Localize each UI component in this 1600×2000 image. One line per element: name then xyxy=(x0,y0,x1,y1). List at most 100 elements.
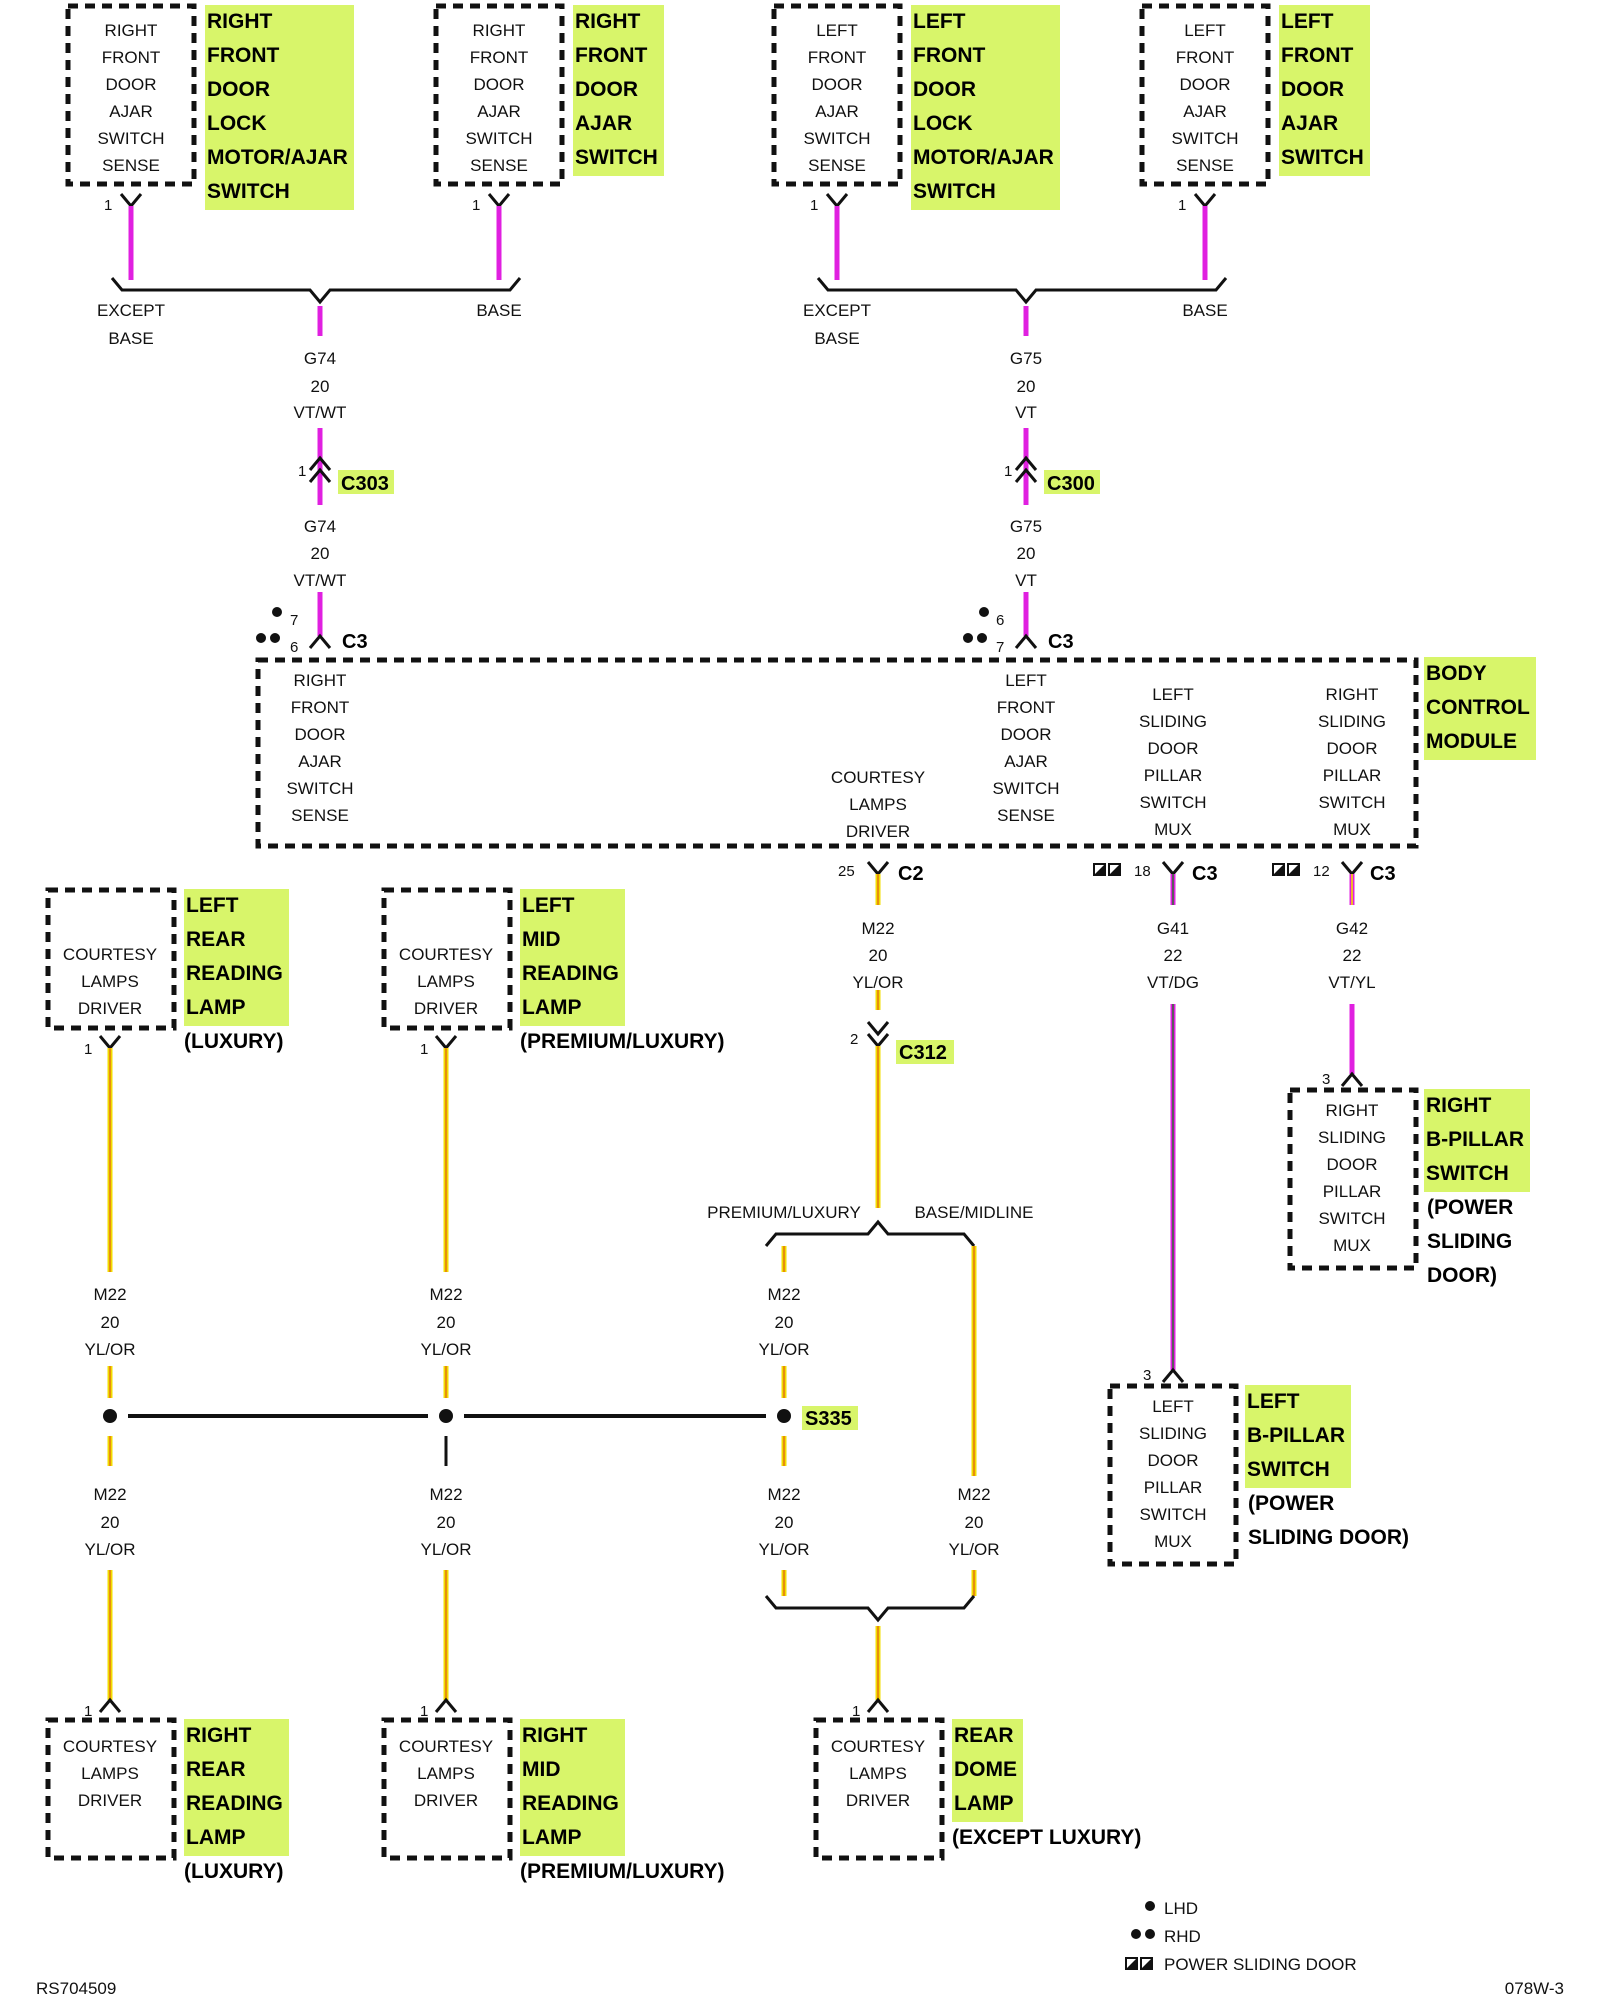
title-highlight xyxy=(1424,1089,1530,1124)
component-text-line: PILLAR xyxy=(1323,766,1382,785)
wire-color: VT xyxy=(1015,403,1037,422)
component-text-line: MUX xyxy=(1333,820,1371,839)
wire-label-g74-upper: G74 20 VT/WT xyxy=(294,349,347,422)
wire-circuit: M22 xyxy=(767,1485,800,1504)
splice-node xyxy=(777,1409,791,1423)
component-text-line: SLIDING xyxy=(1318,712,1386,731)
wire-color: YL/OR xyxy=(852,973,903,992)
component-text-line: LAMPS xyxy=(849,1764,907,1783)
wire-circuit: M22 xyxy=(93,1485,126,1504)
wire-m22-lower-runs xyxy=(107,1570,977,1700)
wire-g42: G42 22 VT/YL xyxy=(1328,874,1376,1074)
wire-color: YL/OR xyxy=(420,1540,471,1559)
wire-circuit: M22 xyxy=(429,1285,462,1304)
component-text-line: DRIVER xyxy=(78,999,142,1018)
component-text-line: COURTESY xyxy=(831,768,925,787)
option-text-line: DOOR) xyxy=(1427,1264,1497,1287)
component-text-line: MUX xyxy=(1154,1532,1192,1551)
wire-color: YL/OR xyxy=(948,1540,999,1559)
component-text-line: DOOR xyxy=(1327,1155,1378,1174)
wire-gauge: 20 xyxy=(311,544,330,563)
component-text-line: LAMPS xyxy=(81,1764,139,1783)
component-title-line: LAMP xyxy=(186,1826,246,1849)
component-text-line: FRONT xyxy=(470,48,529,67)
title-highlight xyxy=(1424,725,1536,760)
component-title-line: MODULE xyxy=(1426,730,1517,753)
wire-color: YL/OR xyxy=(84,1340,135,1359)
rhd-dot-icon xyxy=(1145,1929,1155,1939)
title-highlight xyxy=(520,1821,625,1856)
wire-label-g74-lower: G74 20 VT/WT xyxy=(294,517,347,590)
title-highlight xyxy=(1245,1385,1351,1420)
component-title-line: READING xyxy=(522,1792,619,1815)
connector-pin: 2 xyxy=(850,1031,858,1048)
wire-gauge: 20 xyxy=(437,1313,456,1332)
merge-brace-rear-dome xyxy=(764,1595,976,1623)
component-text-line: SENSE xyxy=(997,806,1055,825)
pin-number: 1 xyxy=(852,1703,860,1720)
legend-rhd: RHD xyxy=(1164,1927,1201,1946)
title-highlight xyxy=(184,1821,289,1856)
component-title-line: READING xyxy=(186,962,283,985)
component-text-line: SWITCH xyxy=(803,129,870,148)
component-text-line: MUX xyxy=(1154,820,1192,839)
connector-label: C3 xyxy=(342,631,368,653)
component-text-line: COURTESY xyxy=(399,945,493,964)
component-text-line: LEFT xyxy=(1152,685,1194,704)
lhd-dot-icon xyxy=(1145,1901,1155,1911)
branch-label-base: BASE xyxy=(476,301,521,320)
wire-gauge: 20 xyxy=(101,1313,120,1332)
wire-gauge: 20 xyxy=(869,946,888,965)
pin-number: 1 xyxy=(420,1703,428,1720)
connector-label: C303 xyxy=(341,473,389,495)
component-text-line: DRIVER xyxy=(846,822,910,841)
title-highlight xyxy=(205,73,354,108)
rhd-dot-icon xyxy=(977,633,987,643)
component-title-line: B-PILLAR xyxy=(1426,1128,1524,1151)
wire-labels-upper-m22: M22 20 YL/OR M22 20 YL/OR M22 20 YL/OR xyxy=(84,1285,809,1359)
connector-c3-pin12: 12 C3 xyxy=(1272,861,1396,885)
option-label: (EXCEPT LUXURY) xyxy=(952,1826,1141,1849)
title-highlight xyxy=(205,5,354,40)
component-text-line: RIGHT xyxy=(473,21,526,40)
pin-number: 1 xyxy=(84,1703,92,1720)
power-sliding-door-icon xyxy=(1125,1957,1153,1970)
wire-color: VT/WT xyxy=(294,403,347,422)
component-text-line: LAMPS xyxy=(417,972,475,991)
title-highlight xyxy=(520,1753,625,1788)
branch-label-base-line2: BASE xyxy=(108,329,153,348)
component-title-line: RIGHT xyxy=(186,1724,252,1747)
connector-c312: 2 C312 xyxy=(850,1021,954,1064)
title-highlight xyxy=(952,1753,1023,1788)
wire-gauge: 20 xyxy=(311,377,330,396)
component-title-line: SWITCH xyxy=(207,180,290,203)
connector-c300: 1 C300 xyxy=(1004,455,1100,505)
component-title-line: RIGHT xyxy=(207,10,273,33)
wire-label-g75-upper: G75 20 VT xyxy=(1010,349,1042,422)
title-highlight xyxy=(1245,1453,1351,1488)
component-title-line: LAMP xyxy=(954,1792,1014,1815)
component-text-line: RIGHT xyxy=(105,21,158,40)
branch-label-premium-luxury: PREMIUM/LUXURY xyxy=(707,1203,861,1222)
component-title-line: REAR xyxy=(186,1758,246,1781)
title-highlight xyxy=(911,5,1060,40)
wire-circuit: M22 xyxy=(861,919,894,938)
connector-pin-lhd: 7 xyxy=(290,612,298,629)
footer-right-id: 078W-3 xyxy=(1505,1979,1564,1998)
title-highlight xyxy=(520,1719,625,1754)
power-sliding-door-icon xyxy=(1272,863,1300,876)
component-text-line: SENSE xyxy=(102,156,160,175)
component-title-line: FRONT xyxy=(913,44,985,67)
title-highlight xyxy=(911,73,1060,108)
connector-label: C300 xyxy=(1047,473,1095,495)
wire-gauge: 20 xyxy=(965,1513,984,1532)
wire-circuit: M22 xyxy=(767,1285,800,1304)
title-highlight xyxy=(573,5,664,40)
title-highlight xyxy=(1279,5,1370,40)
title-highlight xyxy=(1279,107,1370,142)
title-highlight xyxy=(184,1787,289,1822)
option-text-line: SLIDING xyxy=(1427,1230,1512,1253)
